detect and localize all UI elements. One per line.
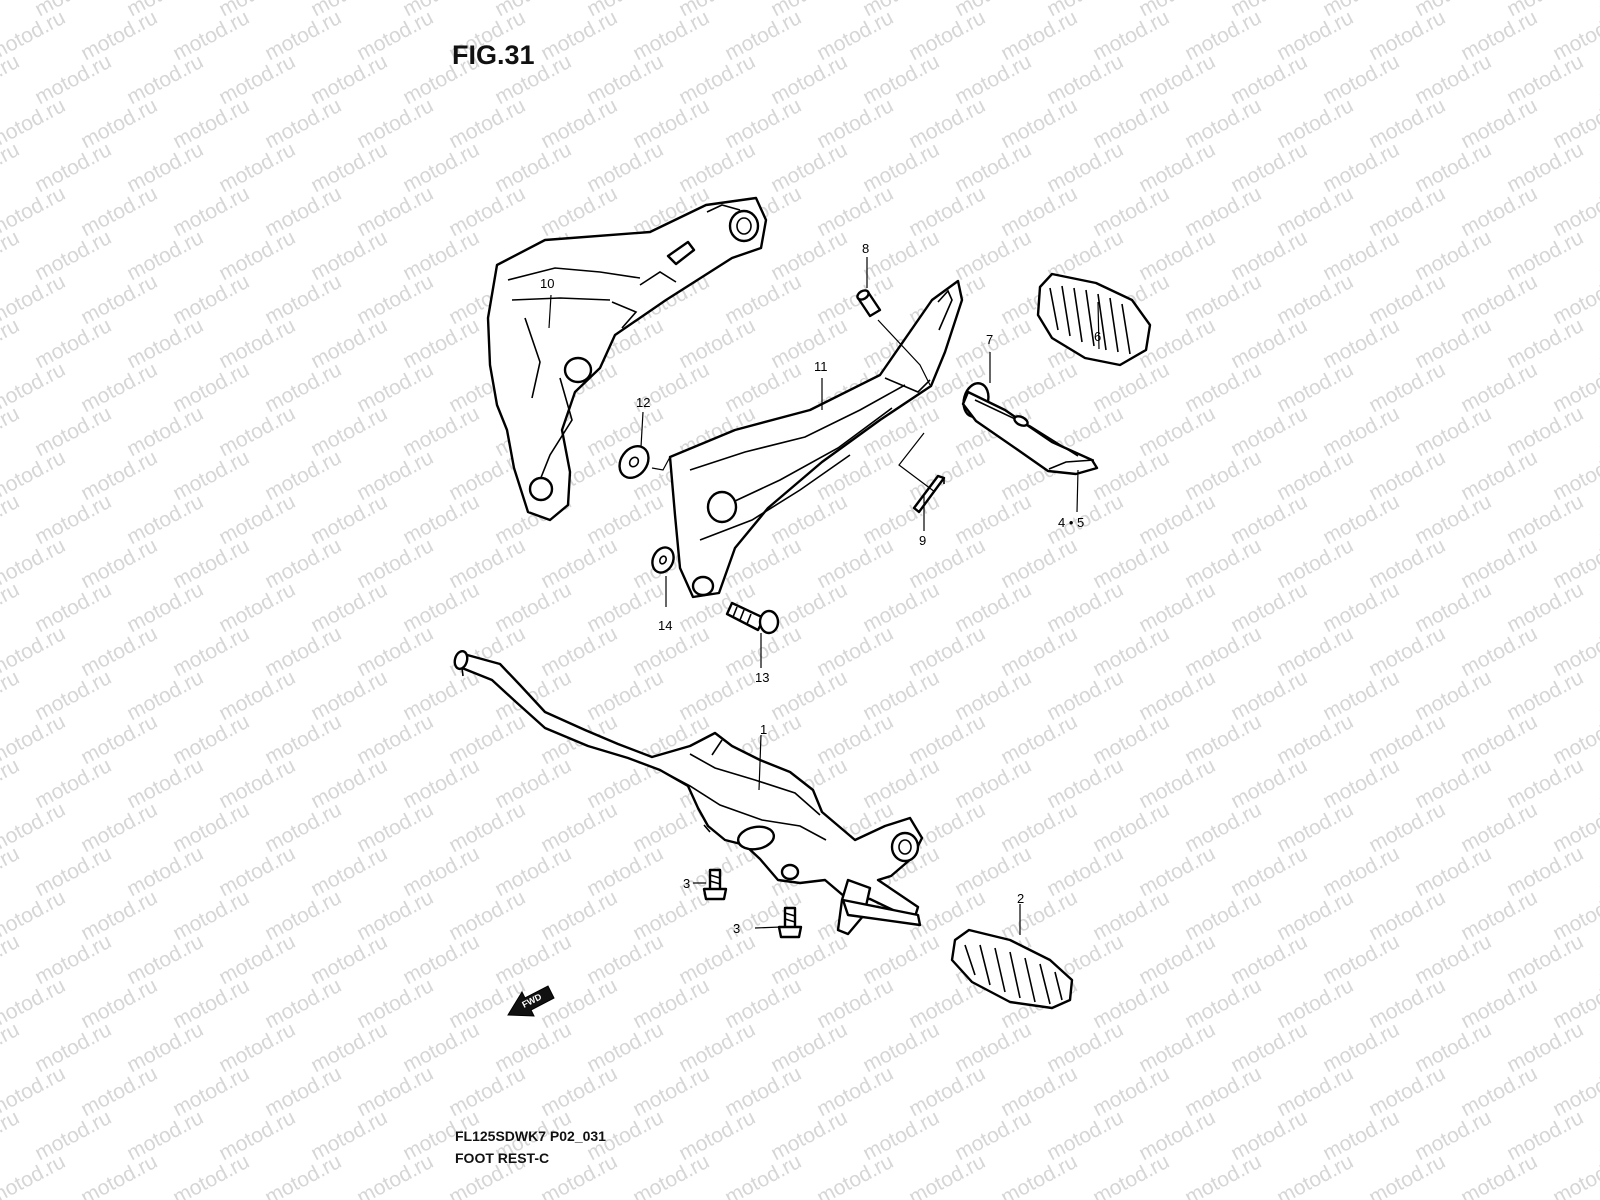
figure-title: FIG.31: [452, 40, 535, 70]
callout-9: 9: [919, 533, 926, 548]
callout-12: 12: [636, 395, 650, 410]
callout-11: 11: [814, 359, 828, 374]
callout-7: 7: [986, 332, 993, 347]
callout-labels: 1 2 3 3 4 • 5 6 7 8 9 10 11 12 13 14: [540, 241, 1101, 936]
footrest-assy-part-4-5: [961, 390, 1099, 476]
front-footrest-rubber-part-2: [950, 928, 1074, 1010]
callout-13: 13: [755, 670, 769, 685]
callout-3-lower: 3: [733, 921, 740, 936]
callout-3-upper: 3: [683, 876, 690, 891]
bolt-part-3-upper: [702, 868, 728, 901]
callout-1: 1: [760, 722, 767, 737]
callout-2: 2: [1017, 891, 1024, 906]
callout-6: 6: [1094, 329, 1101, 344]
rear-footrest-rubber-part-6: [1036, 272, 1152, 367]
right-bracket-part-11: [668, 279, 964, 599]
foot-rest-bar-part-1: [453, 649, 924, 936]
bolt-part-3-lower: [777, 906, 803, 939]
callout-10: 10: [540, 276, 554, 291]
figure-code: FL125SDWK7 P02_031: [455, 1128, 606, 1144]
bolt-part-13: [725, 601, 780, 635]
figure-caption: FOOT REST-C: [455, 1150, 550, 1166]
left-bracket-part-10: [486, 196, 768, 522]
leader-lines: [548, 257, 1100, 935]
washer-part-12: [618, 445, 650, 479]
callout-8: 8: [862, 241, 869, 256]
callout-14: 14: [658, 618, 672, 633]
washer-part-14: [651, 546, 675, 574]
fwd-arrow-icon: FWD: [507, 985, 555, 1017]
callout-4-5: 4 • 5: [1058, 515, 1084, 530]
pin-part-8: [856, 289, 882, 318]
cotter-pin-part-9: [912, 474, 946, 514]
